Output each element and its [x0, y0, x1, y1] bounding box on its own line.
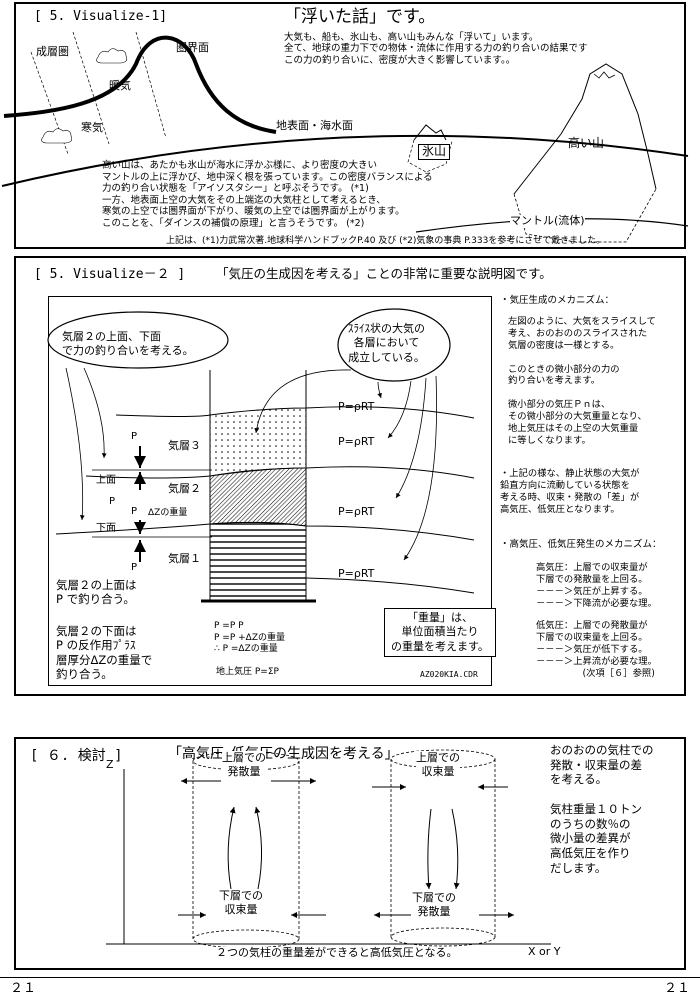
eq-2: P=ρRT	[338, 435, 375, 448]
axis-z-label: Z	[106, 758, 114, 771]
panel1-header: [ 5. Visualize-1]	[34, 9, 168, 24]
label-lower-face: 下面	[96, 523, 116, 534]
panel3-caption: ２つの気柱の重量差ができると高低気圧となる。	[216, 946, 458, 960]
surface-pressure: 地上気圧 P=ΣP	[216, 667, 279, 677]
label-surface: 地表面・海水面	[276, 119, 353, 132]
p-label-2: P	[109, 496, 116, 507]
panel-examination: [ ６. 検討 ] 「高気圧､低気圧の生成因を考える」	[14, 737, 686, 970]
diagram-frame	[48, 296, 492, 686]
panel2-diagram	[47, 308, 475, 603]
dz-weight-label: ΔZの重量	[148, 508, 188, 518]
note-lower-face: 気層２の下面は P の反作用ﾌﾟﾗｽ 層厚分ΔZの重量で 釣り合う。	[56, 624, 153, 682]
p-label-1: P	[131, 431, 138, 442]
note-upper-face: 気層２の上面は P で釣り合う。	[56, 578, 137, 607]
bubble-left-text: 気層２の上面、下面 で力の釣り合いを考える。	[62, 330, 194, 358]
right-heading-mechanism: ・気圧生成のメカニズム：	[500, 295, 615, 306]
label-tropopause: 圏界面	[176, 41, 209, 54]
panel1-illustration	[1, 31, 689, 243]
panel2-title: 「気圧の生成因を考える」ことの非常に重要な説明図です。	[216, 266, 552, 281]
label-mantle: マントル(流体)	[510, 214, 585, 228]
page-number-left: ２１	[10, 981, 37, 996]
footer-rule	[0, 977, 700, 978]
label-cold-air: 寒気	[81, 121, 103, 134]
formulas: P =P P P =P +ΔZの重量 ∴ P =ΔZの重量	[214, 621, 285, 655]
p-label-3: P	[131, 506, 138, 517]
right-heading-hl: ・高気圧、低気圧発生のメカニズム：	[500, 539, 662, 550]
weight-note-box: 「重量」は、 単位面積当たり の重量を考えます。	[384, 608, 496, 657]
right-bottom-divergence: 下層での 発散量	[412, 891, 456, 919]
panel1-intro: 大気も、船も、氷山も、高い山もみんな「浮いて」います。 全て、地球の重力下での物…	[284, 32, 588, 66]
panel3-header: [ ６. 検討 ]	[30, 748, 123, 764]
panel3-diagram	[106, 749, 551, 949]
eq-4: P=ρRT	[338, 567, 375, 580]
label-mountain: 高い山	[568, 136, 605, 150]
layer-label-2: 気層２	[168, 482, 201, 495]
eq-1: P=ρRT	[338, 400, 375, 413]
axis-x-label: X or Y	[528, 945, 561, 958]
right-text-high: 高気圧：上層での収束量が 下層での発散量を上回る。 －－－＞気圧が上昇する。 －…	[536, 562, 657, 609]
p-label-4: P	[131, 562, 138, 573]
panel-visualize-2: [ 5. Visualize－２ ] 「気圧の生成因を考える」ことの非常に重要な…	[14, 256, 686, 696]
file-name: AZ020KIA.CDR	[420, 670, 478, 679]
right-text-flow: ・上記の様な、静止状態の大気が 鉛直方向に流動している状態を 考える時、収束・発…	[500, 468, 640, 515]
eq-3: P=ρRT	[338, 505, 375, 518]
layer-label-3: 気層３	[168, 439, 201, 452]
page-number-right: ２１	[663, 981, 690, 996]
label-stratosphere: 成層圏	[36, 45, 69, 58]
left-bottom-convergence: 下層での 収束量	[219, 889, 263, 917]
label-warm-air: 暖気	[109, 79, 131, 92]
layer-label-1: 気層１	[168, 552, 201, 565]
label-upper-face: 上面	[96, 475, 116, 486]
right-text-low: 低気圧：上層での発散量が 下層での収束量を上回る。 －－－＞気圧が低下する。 －…	[536, 620, 657, 679]
panel1-body: 高い山は、あたかも氷山が海水に浮かぶ様に、より密度の大きい マントルの上に浮かび…	[102, 160, 433, 229]
panel1-title: 「浮いた話」です。	[284, 7, 436, 27]
panel1-source: 上記は、(*1)力武常次著.地球科学ハンドブックP.40 及び (*2)気象の事…	[166, 236, 606, 246]
panel-visualize-1: [ 5. Visualize-1] 「浮いた話」です。 大気も、船も、氷山も、高…	[1, 2, 689, 249]
bubble-right-text: ｽﾗｲｽ状の大気の 各層において 成立している。	[348, 322, 425, 364]
right-top-convergence: 上層での 収束量	[416, 751, 460, 779]
left-top-divergence: 上層での 発散量	[222, 751, 266, 779]
panel3-side-text: おのおのの気柱での 発散・収束量の差 を考える。 気柱重量１０トン のうちの数％…	[550, 743, 654, 875]
label-iceberg: 氷山	[418, 144, 451, 160]
panel2-header: [ 5. Visualize－２ ]	[34, 267, 186, 282]
right-text-mechanism: 左図のように、大気をスライスして 考え、おのおののスライスされた 気層の密度は一…	[508, 316, 656, 446]
